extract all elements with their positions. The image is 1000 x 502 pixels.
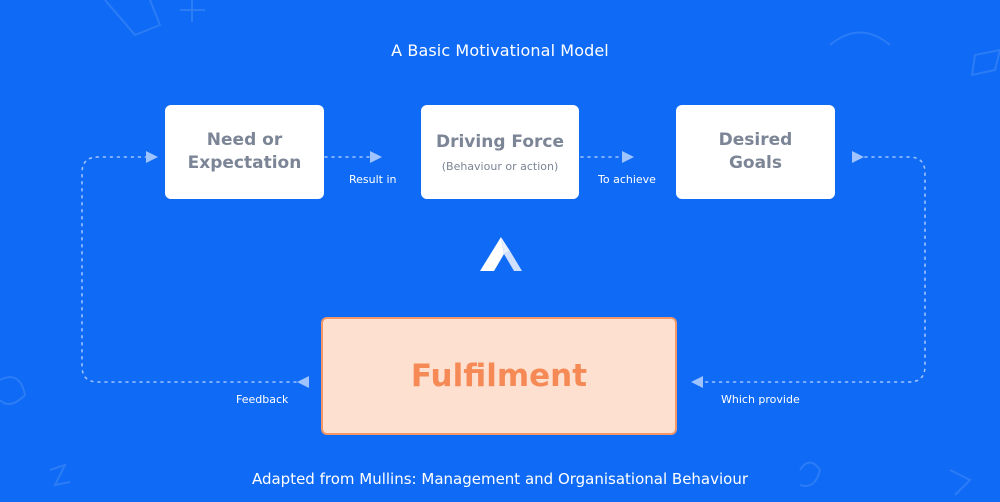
need-box-label: Need or Expectation <box>187 130 302 173</box>
degree-doodle-icon <box>0 376 27 405</box>
driving-force-box: Driving Force (Behaviour or action) <box>421 105 579 199</box>
desired-goals-box: Desired Goals <box>676 105 835 199</box>
fulfilment-label: Fulfilment <box>410 358 588 394</box>
which-provide-label: Which provide <box>721 393 800 406</box>
arrowhead-icon <box>852 151 864 163</box>
arrowhead-icon <box>297 376 309 388</box>
arrowhead-icon <box>622 151 634 163</box>
plus-doodle-icon <box>180 0 205 22</box>
desired-goals-label: Desired Goals <box>718 130 793 173</box>
source-caption: Adapted from Mullins: Management and Org… <box>251 470 749 488</box>
arrowhead-icon <box>370 151 382 163</box>
result-in-label: Result in <box>349 173 397 186</box>
driving-force-sublabel: (Behaviour or action) <box>441 160 559 173</box>
driving-force-label: Driving Force <box>435 132 564 152</box>
to-achieve-label: To achieve <box>598 173 656 186</box>
diagram-title: A Basic Motivational Model <box>391 41 609 60</box>
feedback-label: Feedback <box>236 393 289 406</box>
need-box: Need or Expectation <box>165 105 324 199</box>
pencil-doodle-icon <box>104 0 162 37</box>
a-logo-icon <box>480 237 522 271</box>
fulfilment-box: Fulfilment <box>321 317 677 435</box>
arrowhead-icon <box>691 376 703 388</box>
arrowhead-icon <box>146 151 158 163</box>
